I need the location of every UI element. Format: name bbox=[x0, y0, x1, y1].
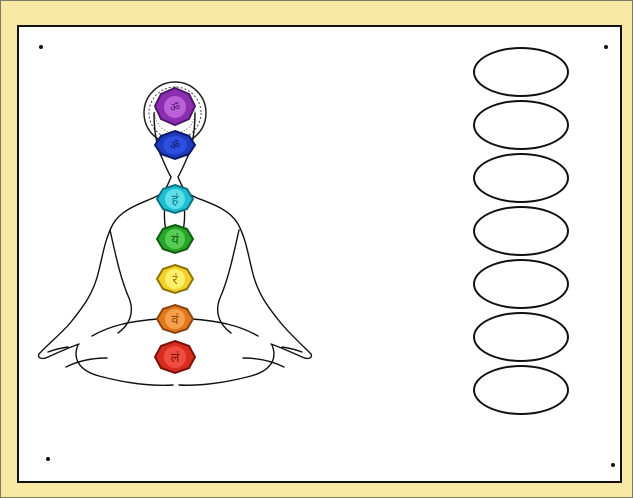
chakra-third-eye-icon: ॐ bbox=[155, 131, 195, 159]
chakra-solar-plexus-icon: रं bbox=[157, 265, 193, 293]
answer-oval-stack bbox=[473, 47, 575, 425]
answer-oval-4[interactable] bbox=[473, 206, 569, 256]
chakra-sacral-icon: वं bbox=[157, 305, 193, 333]
chakra-sacral-glyph: वं bbox=[171, 313, 179, 328]
chakra-throat-icon: हं bbox=[157, 185, 193, 213]
chakra-throat-glyph: हं bbox=[172, 193, 180, 208]
chakra-heart-glyph: यं bbox=[171, 233, 179, 248]
answer-oval-3[interactable] bbox=[473, 153, 569, 203]
answer-oval-5[interactable] bbox=[473, 259, 569, 309]
answer-oval-6[interactable] bbox=[473, 312, 569, 362]
answer-oval-1[interactable] bbox=[473, 47, 569, 97]
worksheet-card: ॐ ॐ हं यं रं bbox=[17, 25, 622, 483]
chakra-crown-icon: ॐ bbox=[155, 88, 195, 125]
chakra-root-glyph: लं bbox=[171, 351, 180, 366]
chakra-crown-glyph: ॐ bbox=[170, 101, 180, 114]
answer-oval-2[interactable] bbox=[473, 100, 569, 150]
chakra-root-icon: लं bbox=[155, 341, 195, 373]
chakra-heart-icon: यं bbox=[157, 225, 193, 253]
chakra-third-eye-glyph: ॐ bbox=[170, 139, 180, 152]
answer-oval-7[interactable] bbox=[473, 365, 569, 415]
chakra-solar-plexus-glyph: रं bbox=[172, 273, 178, 288]
